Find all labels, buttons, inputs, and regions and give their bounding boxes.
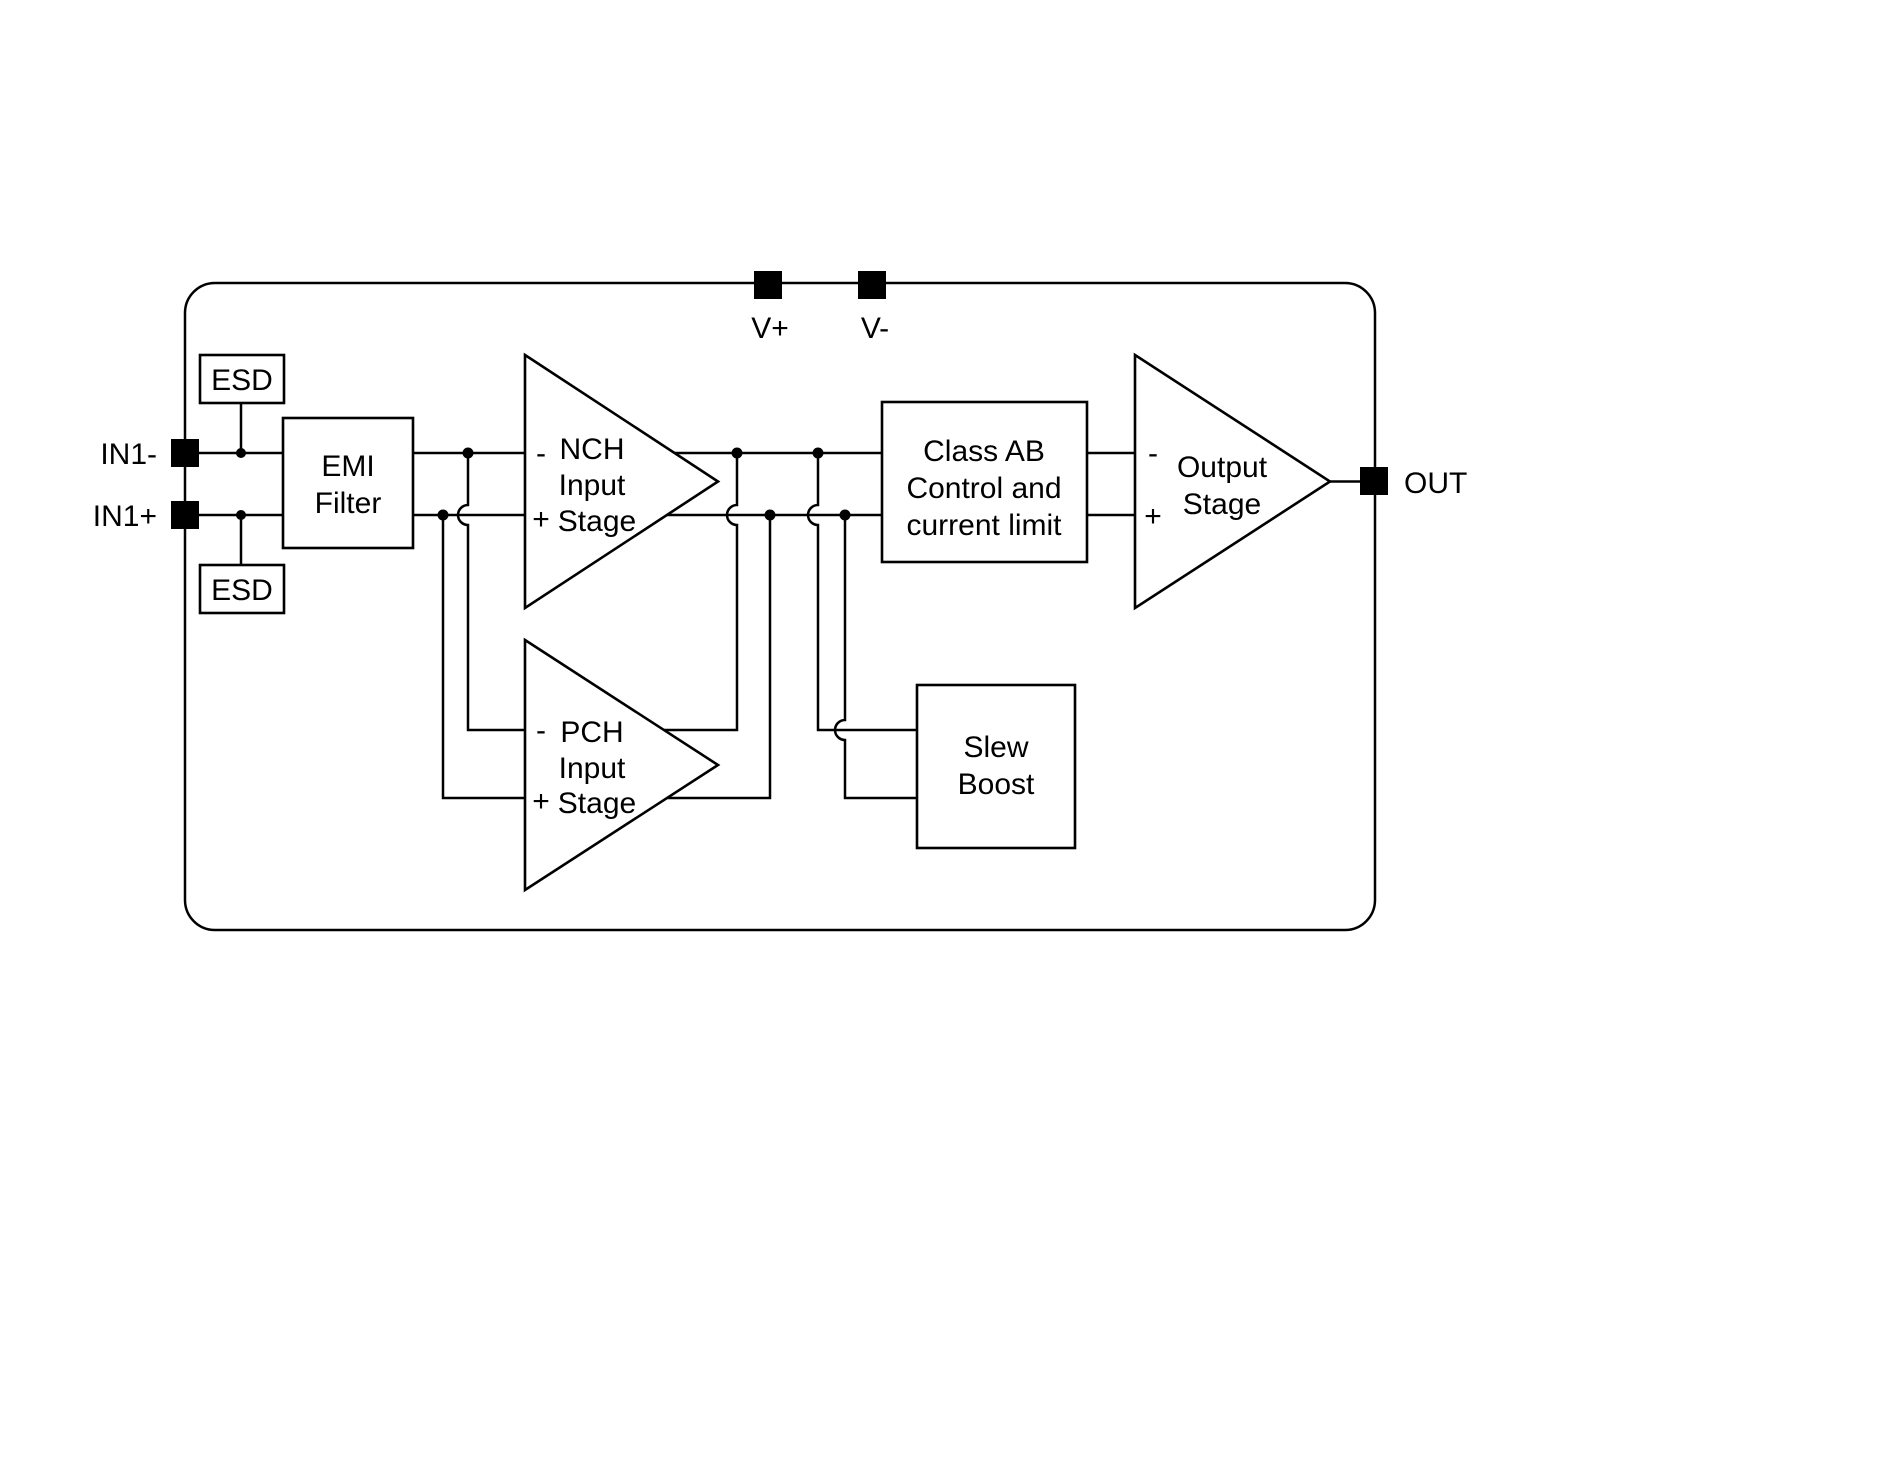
nch-plus-sign: + [532,503,550,536]
pin-in1-minus [171,439,199,467]
output-stage-minus-sign: - [1148,437,1158,470]
junction-dot-slew-tap-top [812,447,824,459]
esd-bottom-label: ESD [211,574,273,607]
output-stage-label-line2: Stage [1183,488,1261,521]
pin-v-plus [754,271,782,299]
pin-out [1360,467,1388,495]
output-stage-plus-sign: + [1144,500,1162,533]
wire-slew-tap-bottom [833,515,917,800]
nch-minus-sign: - [536,437,546,470]
wire-pch-out-top [645,453,739,732]
esd-bottom-box [198,563,286,615]
pin-in1-plus [171,501,199,529]
junction-dot-branch-bottom [437,509,449,521]
wire-pch-out-bottom [645,515,772,800]
pin-v-minus [858,271,886,299]
class-ab-box [880,400,1089,564]
nch-label-line2: Input [559,469,626,502]
class-ab-label-line2: Control and [906,472,1061,505]
emi-filter-label-line2: Filter [315,487,382,520]
pch-plus-sign: + [532,785,550,818]
pin-label-out: OUT [1404,467,1467,500]
wire-slew-tap-top [806,453,917,732]
junction-dot-pch-merge-bottom [764,509,776,521]
emi-filter-label-line1: EMI [321,450,374,483]
pch-input-stage-triangle [523,637,721,893]
emi-filter-box [281,416,415,550]
package-pins [171,271,1388,529]
esd-top-label: ESD [211,364,273,397]
wire-pch-plus-branch [441,515,525,800]
pch-minus-sign: - [536,714,546,747]
junction-dot-slew-tap-bottom [839,509,851,521]
slew-boost-box [915,683,1077,850]
junction-dots [236,447,851,521]
junction-dot-esd-bottom [236,510,246,520]
pin-label-in1-plus: IN1+ [93,500,157,533]
nch-label-line1: NCH [560,433,625,466]
output-stage-triangle [1133,352,1333,611]
class-ab-label-line3: current limit [906,509,1062,542]
pch-label-line2: Input [559,752,626,785]
pin-label-v-plus: V+ [751,312,789,345]
pin-label-v-minus: V- [861,312,889,345]
wire-pch-minus-branch [456,453,525,732]
junction-dot-pch-merge-top [731,447,743,459]
junction-dot-esd-top [236,448,246,458]
esd-top-box [198,353,286,405]
junction-dot-branch-top [462,447,474,459]
slew-boost-label-line1: Slew [963,731,1028,764]
pin-label-in1-minus: IN1- [100,438,157,471]
pch-label-line1: PCH [560,716,623,749]
chip-boundary [183,281,1377,932]
nch-label-line3: Stage [558,505,636,538]
slew-boost-label-line2: Boost [958,768,1035,801]
class-ab-label-line1: Class AB [923,435,1045,468]
pch-label-line3: Stage [558,787,636,820]
output-stage-label-line1: Output [1177,451,1268,484]
nch-input-stage-triangle [523,352,721,611]
